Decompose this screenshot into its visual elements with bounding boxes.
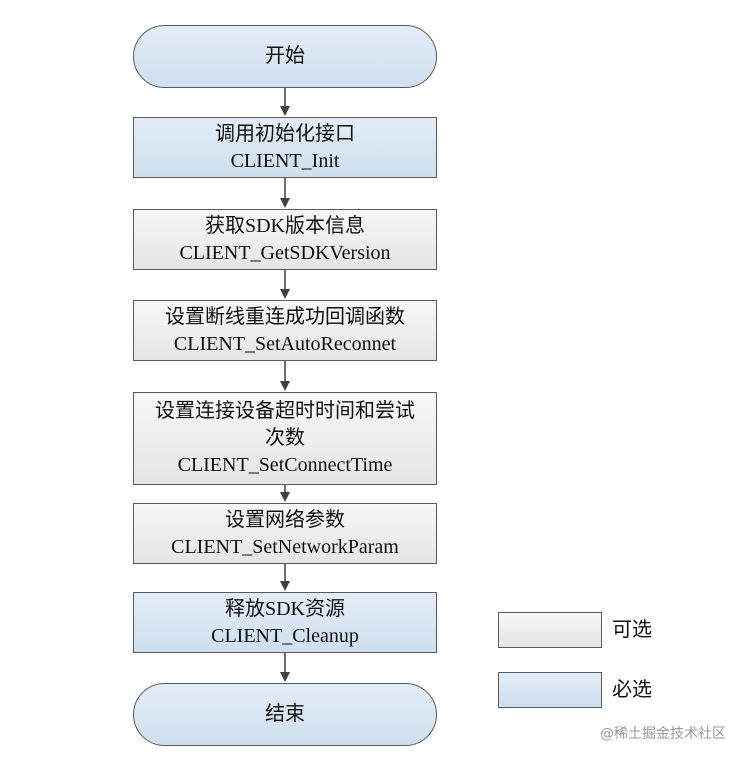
step-cleanup-api: CLIENT_Cleanup [211, 624, 359, 647]
step-set-connect-time-title: 设置连接设备超时时间和尝试 [155, 400, 415, 422]
step-set-connect-time-api: CLIENT_SetConnectTime [177, 454, 393, 476]
step-set-connect-time-title-cont: 次数 [265, 427, 305, 449]
step-init-title: 调用初始化接口 [215, 122, 355, 145]
end-label: 结束 [265, 703, 305, 725]
end-node: 结束 [133, 683, 437, 746]
step-get-sdk-version: 获取SDK版本信息 CLIENT_GetSDKVersion [133, 209, 437, 270]
step-cleanup: 释放SDK资源 CLIENT_Cleanup [133, 592, 437, 653]
step-get-sdk-version-title: 获取SDK版本信息 [204, 214, 365, 237]
legend-optional-swatch [498, 612, 602, 648]
step-set-connect-time: 设置连接设备超时时间和尝试 次数 CLIENT_SetConnectTime [133, 392, 437, 485]
legend-required-swatch [498, 672, 602, 708]
step-set-auto-reconnect: 设置断线重连成功回调函数 CLIENT_SetAutoReconnet [133, 300, 437, 361]
watermark: @稀土掘金技术社区 [600, 726, 726, 742]
step-set-network-param-title: 设置网络参数 [225, 508, 345, 531]
step-set-network-param: 设置网络参数 CLIENT_SetNetworkParam [133, 503, 437, 564]
start-node: 开始 [133, 25, 437, 88]
step-cleanup-title: 释放SDK资源 [224, 597, 345, 620]
step-set-auto-reconnect-title: 设置断线重连成功回调函数 [165, 305, 405, 328]
legend-optional-label: 可选 [612, 619, 652, 641]
step-init-api: CLIENT_Init [230, 149, 340, 172]
step-set-network-param-api: CLIENT_SetNetworkParam [171, 535, 399, 558]
step-set-auto-reconnect-api: CLIENT_SetAutoReconnet [173, 332, 397, 355]
step-init: 调用初始化接口 CLIENT_Init [133, 117, 437, 178]
legend-required-label: 必选 [612, 679, 652, 701]
start-label: 开始 [265, 45, 305, 67]
step-get-sdk-version-api: CLIENT_GetSDKVersion [179, 241, 391, 264]
